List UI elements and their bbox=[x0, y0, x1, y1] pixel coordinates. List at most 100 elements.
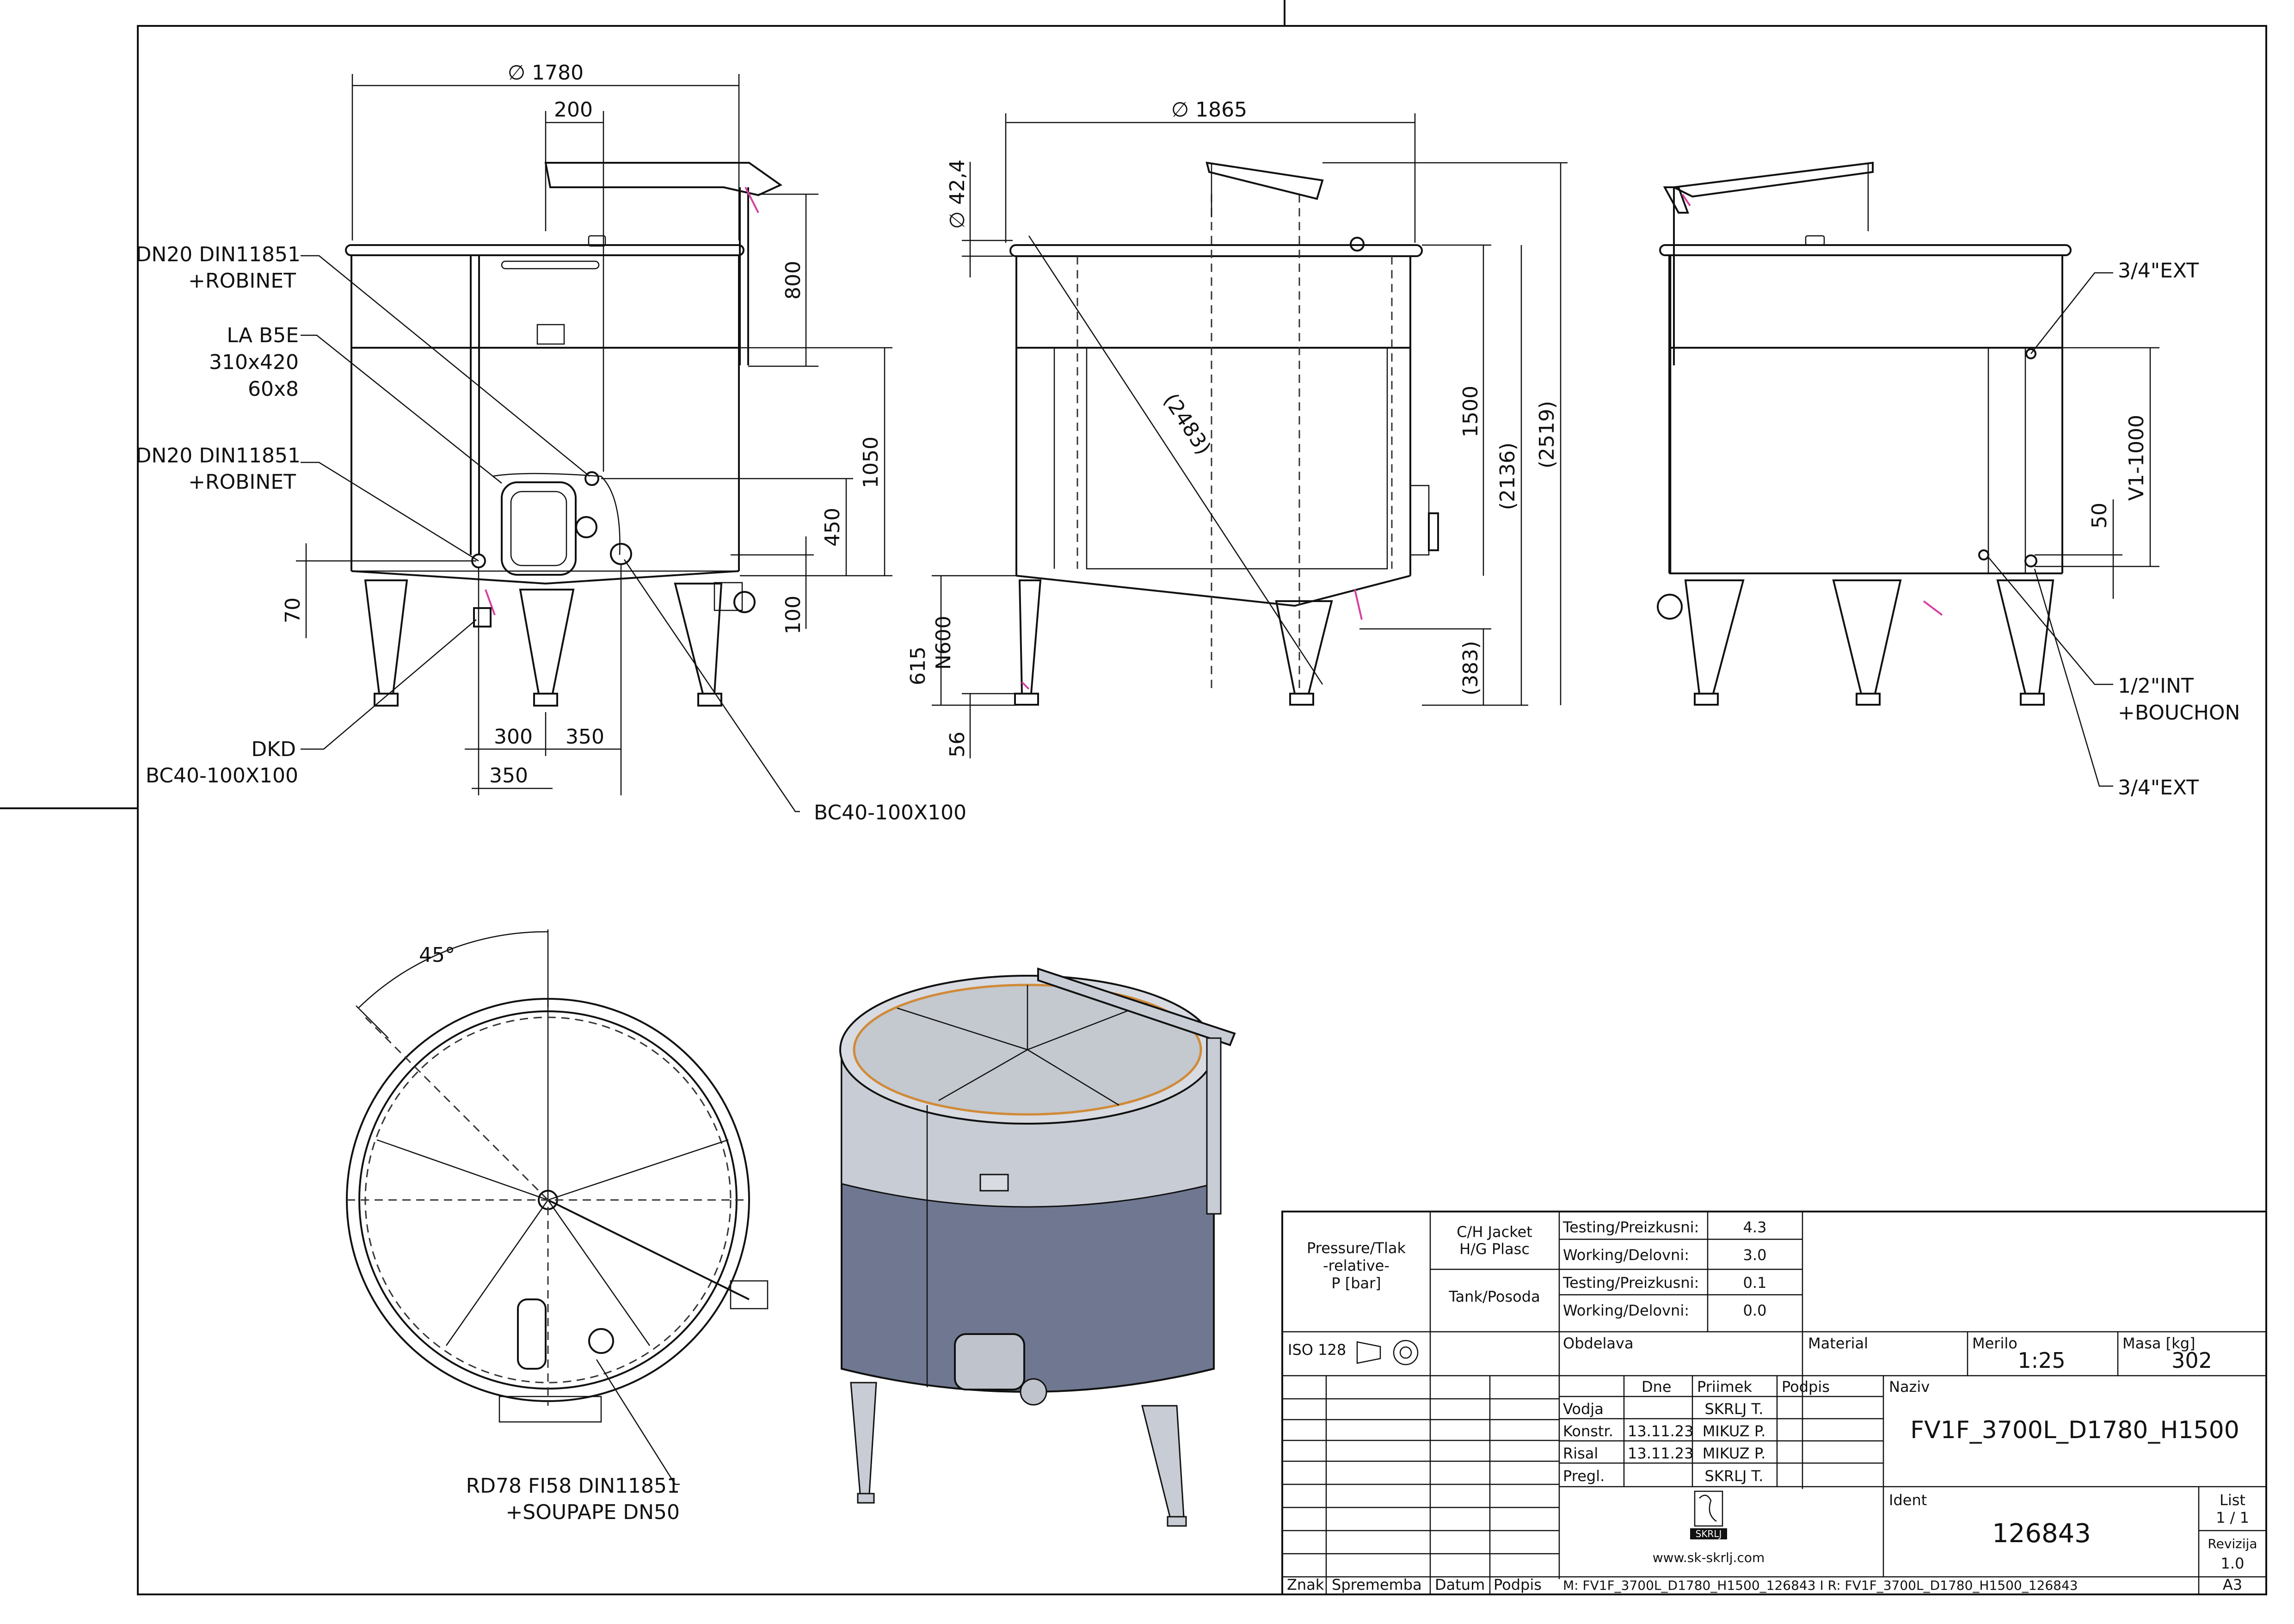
tb-material: Material bbox=[1808, 1335, 1868, 1352]
tb-naziv-label: Naziv bbox=[1889, 1378, 1930, 1396]
tb-working-2: Working/Delovni: bbox=[1563, 1302, 1689, 1319]
dim-front-450: 450 bbox=[821, 508, 844, 547]
tb-val-testing-2: 0.1 bbox=[1743, 1274, 1767, 1292]
tb-pressure-line1: Pressure/Tlak bbox=[1307, 1239, 1406, 1257]
tb-website: www.sk-skrlj.com bbox=[1653, 1550, 1765, 1565]
tb-risal: Risal bbox=[1563, 1445, 1598, 1462]
dim-front-800: 800 bbox=[781, 261, 805, 300]
title-block: Pressure/Tlak -relative- P [bar] C/H Jac… bbox=[1281, 1211, 2267, 1595]
tb-vodja: Vodja bbox=[1563, 1400, 1604, 1418]
tb-masa-label: Masa [kg] bbox=[2122, 1335, 2195, 1352]
tb-jacket-line2: H/G Plasc bbox=[1459, 1240, 1530, 1258]
tb-masa: 302 bbox=[2171, 1348, 2212, 1373]
tb-testing-2: Testing/Preizkusni: bbox=[1562, 1274, 1699, 1292]
tb-ident-label: Ident bbox=[1889, 1491, 1927, 1509]
label-dn20-top-line2: +ROBINET bbox=[188, 269, 296, 293]
tb-ident: 126843 bbox=[1992, 1519, 2091, 1549]
tb-working-1: Working/Delovni: bbox=[1563, 1246, 1689, 1264]
tb-podpis: Podpis bbox=[1782, 1378, 1830, 1396]
tb-konstr: Konstr. bbox=[1563, 1422, 1613, 1440]
tb-revizija: 1.0 bbox=[2221, 1555, 2245, 1572]
tb-val-testing-1: 4.3 bbox=[1743, 1218, 1767, 1236]
top-view: 45° RD78 FI58 DIN11851 +SOUPAPE DN50 bbox=[346, 929, 769, 1524]
tb-znak: Znak bbox=[1287, 1576, 1324, 1593]
tb-naziv: FV1F_3700L_D1780_H1500 bbox=[1910, 1416, 2239, 1444]
tb-date-konstr: 13.11.23 bbox=[1628, 1422, 1694, 1440]
dim-front-1050: 1050 bbox=[859, 437, 883, 488]
tb-jacket-line1: C/H Jacket bbox=[1457, 1223, 1532, 1241]
tb-sprememba: Sprememba bbox=[1332, 1576, 1422, 1593]
dim-side-2483: (2483) bbox=[1159, 389, 1215, 459]
label-right-ext-top: 3/4"EXT bbox=[2118, 259, 2199, 283]
tb-obdelava: Obdelava bbox=[1563, 1335, 1634, 1352]
label-dn20-bottom-line1: DN20 DIN11851 bbox=[135, 444, 301, 468]
tb-tank: Tank/Posoda bbox=[1448, 1288, 1540, 1305]
company-logo: SKRLJ bbox=[1690, 1490, 1727, 1539]
tb-pregl: Pregl. bbox=[1563, 1467, 1605, 1485]
tb-name-pregl: SKRLJ T. bbox=[1705, 1467, 1764, 1485]
label-dn20-top-line1: DN20 DIN11851 bbox=[135, 243, 301, 266]
front-view: ∅ 1780 200 800 1050 450 100 70 300 350 3… bbox=[135, 61, 966, 824]
label-la-line3: 60x8 bbox=[248, 377, 299, 401]
label-top-rd-line1: RD78 FI58 DIN11851 bbox=[466, 1474, 680, 1498]
sheet-frame bbox=[0, 0, 2267, 1595]
dim-side-1500: 1500 bbox=[1459, 386, 1482, 437]
tb-iso: ISO 128 bbox=[1288, 1341, 1346, 1359]
label-dn20-bottom-line2: +ROBINET bbox=[188, 470, 296, 494]
label-top-rd-line2: +SOUPAPE DN50 bbox=[505, 1501, 680, 1524]
tb-list-label: List bbox=[2220, 1491, 2245, 1509]
dim-front-100: 100 bbox=[781, 596, 805, 634]
label-bc40: BC40-100X100 bbox=[814, 801, 966, 824]
dim-right-50: 50 bbox=[2088, 503, 2111, 529]
dim-side-n600: N600 bbox=[932, 616, 955, 670]
tb-dne: Dne bbox=[1642, 1378, 1672, 1396]
tb-merilo-label: Merilo bbox=[1972, 1335, 2017, 1352]
dim-side-383: (383) bbox=[1459, 641, 1482, 695]
tb-pressure-line2: -relative- bbox=[1323, 1257, 1390, 1274]
right-view: V1-1000 50 3/4"EXT 1/2"INT +BOUCHON 3/4"… bbox=[1657, 161, 2240, 800]
label-dkd-line1: DKD bbox=[251, 738, 296, 761]
logo-word: SKRLJ bbox=[1696, 1528, 1722, 1539]
tb-val-working-2: 0.0 bbox=[1743, 1302, 1767, 1319]
dim-top-angle: 45° bbox=[419, 943, 455, 967]
tb-priimek: Priimek bbox=[1697, 1378, 1753, 1396]
dim-front-350a: 350 bbox=[566, 725, 604, 749]
isometric-view bbox=[839, 967, 1236, 1527]
tb-merilo: 1:25 bbox=[2017, 1348, 2065, 1373]
tb-date-risal: 13.11.23 bbox=[1628, 1445, 1694, 1462]
tb-podpis2: Podpis bbox=[1494, 1576, 1542, 1593]
tb-revizija-label: Revizija bbox=[2208, 1536, 2257, 1551]
tb-pressure-line3: P [bar] bbox=[1331, 1274, 1381, 1292]
dim-front-350b: 350 bbox=[489, 764, 528, 787]
tb-name-risal: MIKUZ P. bbox=[1703, 1445, 1766, 1462]
dim-front-70: 70 bbox=[281, 597, 305, 623]
dim-front-200: 200 bbox=[554, 98, 593, 122]
dim-side-56: 56 bbox=[946, 732, 969, 757]
projection-symbol-icon bbox=[1356, 1340, 1419, 1366]
tb-testing-1: Testing/Preizkusni: bbox=[1562, 1218, 1699, 1236]
dim-right-v1: V1-1000 bbox=[2125, 415, 2148, 501]
dim-side-2136: (2136) bbox=[1496, 443, 1519, 510]
label-right-ext-bottom: 3/4"EXT bbox=[2118, 776, 2199, 800]
dim-side-615: 615 bbox=[906, 646, 930, 685]
dim-side-diameter: ∅ 1865 bbox=[1171, 98, 1247, 122]
label-la-line1: LA B5E bbox=[227, 324, 299, 347]
side-view: ∅ 1865 ∅ 42,4 1500 (2136) (2519) (383) (… bbox=[906, 98, 1568, 758]
dim-front-300: 300 bbox=[494, 725, 533, 749]
tb-datum: Datum bbox=[1435, 1576, 1485, 1593]
label-right-int-line2: +BOUCHON bbox=[2118, 701, 2240, 725]
label-right-int-line1: 1/2"INT bbox=[2118, 674, 2194, 698]
tb-list: 1 / 1 bbox=[2216, 1509, 2249, 1526]
dim-side-2519: (2519) bbox=[1535, 401, 1559, 468]
label-la-line2: 310x420 bbox=[209, 351, 299, 374]
dim-side-pipe: ∅ 42,4 bbox=[946, 160, 969, 229]
label-dkd-line2: BC40-100X100 bbox=[146, 764, 298, 787]
dim-front-diameter: ∅ 1780 bbox=[508, 61, 584, 85]
tb-files: M: FV1F_3700L_D1780_H1500_126843 I R: FV… bbox=[1563, 1578, 2078, 1593]
tb-name-konstr: MIKUZ P. bbox=[1703, 1422, 1766, 1440]
tb-format: A3 bbox=[2223, 1576, 2242, 1593]
tb-name-vodja: SKRLJ T. bbox=[1705, 1400, 1764, 1418]
tb-val-working-1: 3.0 bbox=[1743, 1246, 1767, 1264]
